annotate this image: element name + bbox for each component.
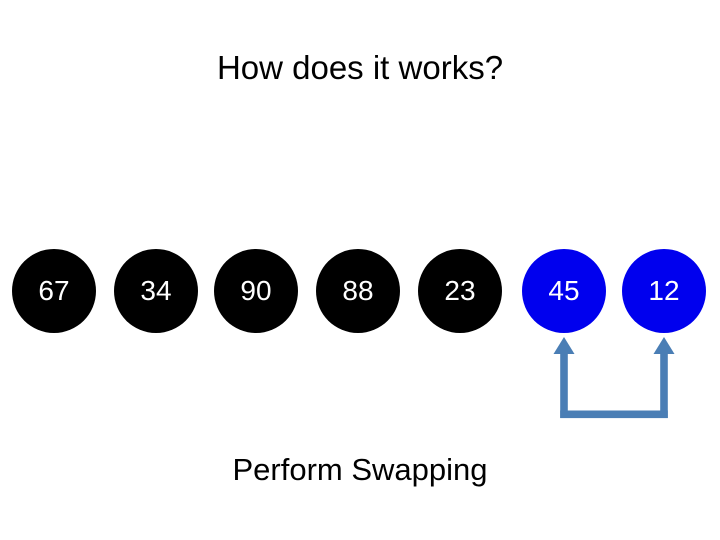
array-node-value: 12 bbox=[648, 275, 680, 306]
array-node[interactable]: 23 bbox=[418, 249, 502, 333]
array-node[interactable]: 34 bbox=[114, 249, 198, 333]
array-visualization: 67 34 90 88 23 45 12 bbox=[0, 249, 720, 335]
array-node-value: 67 bbox=[38, 275, 70, 306]
array-node-value: 23 bbox=[444, 275, 476, 306]
array-node-value: 88 bbox=[342, 275, 374, 306]
array-node-value: 45 bbox=[548, 275, 580, 306]
array-node-value: 90 bbox=[240, 275, 272, 306]
swap-arrow-icon bbox=[540, 334, 688, 424]
array-node[interactable]: 90 bbox=[214, 249, 298, 333]
array-node[interactable]: 67 bbox=[12, 249, 96, 333]
caption-text: Perform Swapping bbox=[232, 452, 488, 487]
array-node[interactable]: 88 bbox=[316, 249, 400, 333]
array-node-value: 34 bbox=[140, 275, 172, 306]
array-node-highlighted[interactable]: 12 bbox=[622, 249, 706, 333]
array-node-highlighted[interactable]: 45 bbox=[522, 249, 606, 333]
page-title: How does it works? bbox=[216, 49, 504, 86]
